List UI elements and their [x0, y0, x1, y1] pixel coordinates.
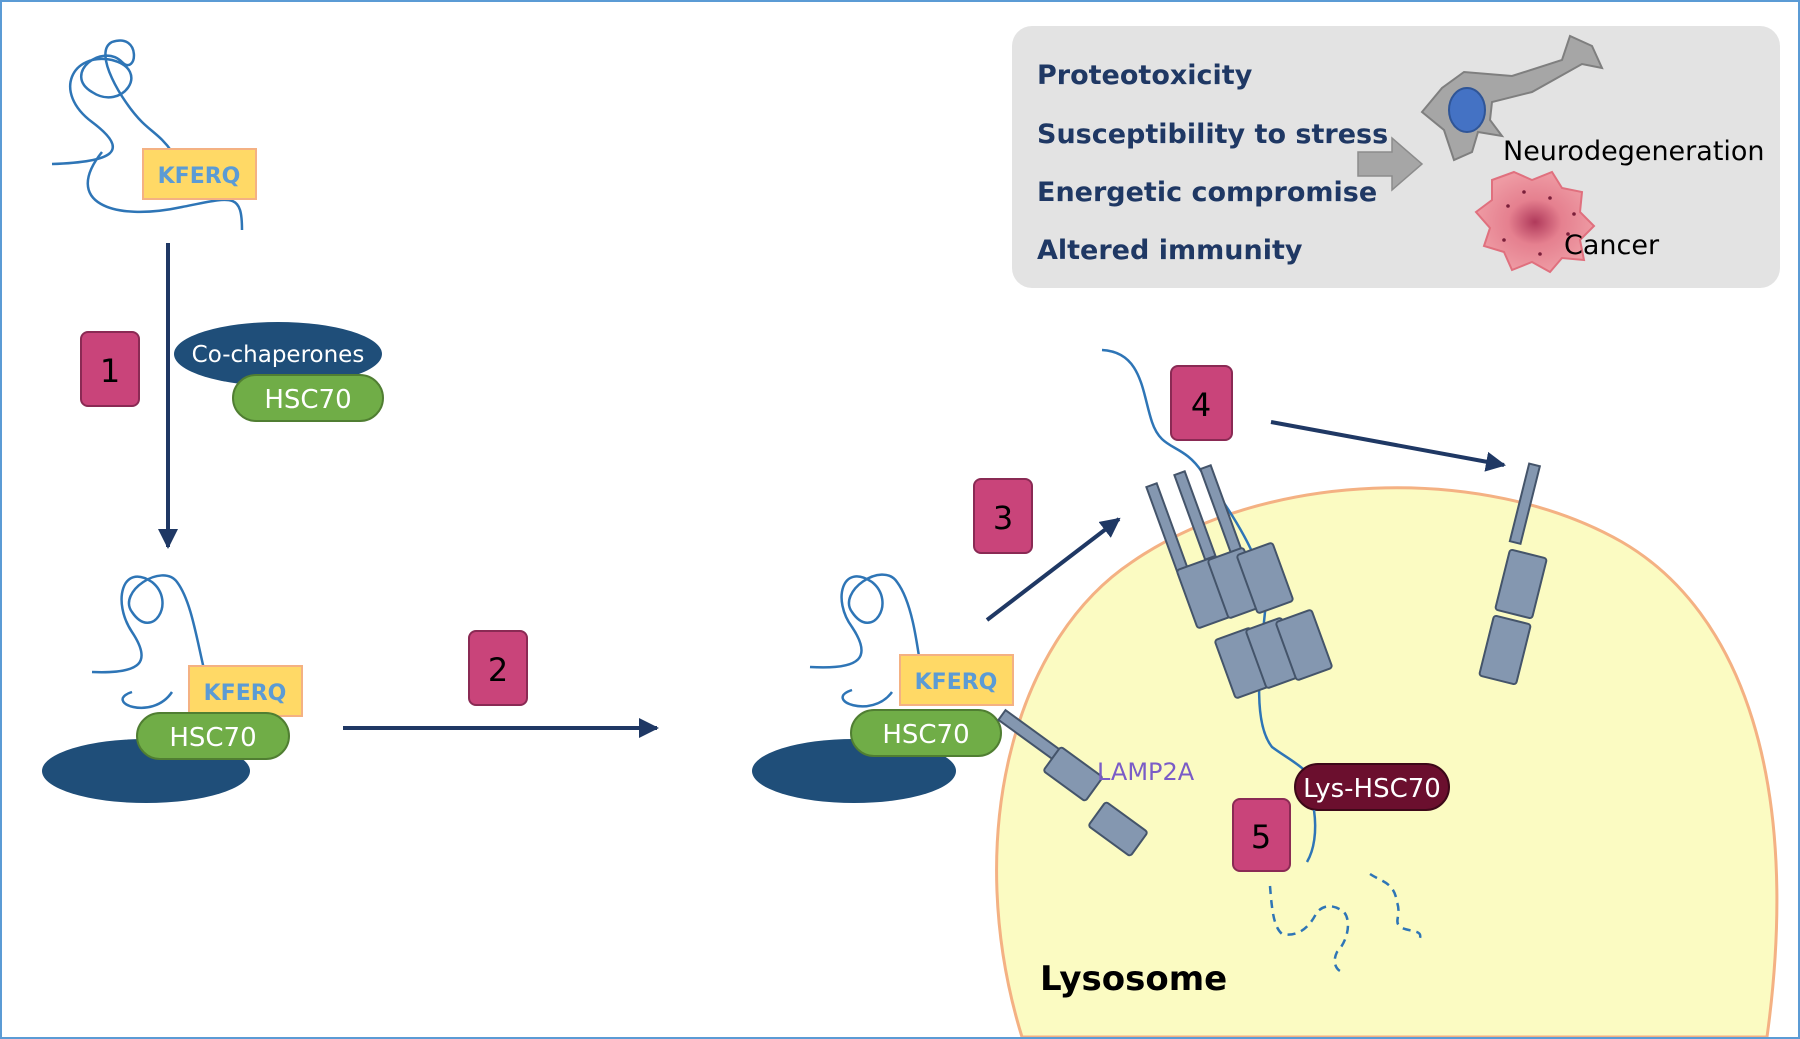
- co-chaperone-shape: [174, 322, 382, 386]
- step-1-badge: [80, 331, 140, 407]
- lamp2a-receptor: [997, 708, 1148, 857]
- translocating-substrate: [1101, 348, 1316, 793]
- consequence-item: Energetic compromise: [1037, 177, 1377, 208]
- kferq-label: KFERQ: [158, 164, 241, 189]
- hsc70-label: HSC70: [264, 385, 351, 415]
- protein-coil-icon: [51, 39, 244, 231]
- step-2-badge: [468, 630, 528, 706]
- step-5-badge: [1232, 798, 1291, 872]
- gray-arrow-icon: [1357, 136, 1424, 192]
- step-2-label: 2: [488, 651, 508, 689]
- hsc70-label: HSC70: [169, 723, 256, 753]
- outcome-cancer: Cancer: [1564, 230, 1660, 261]
- step-3-label: 3: [993, 499, 1013, 537]
- hsc70-shape: [232, 374, 384, 422]
- consequence-item: Susceptibility to stress: [1037, 119, 1388, 150]
- lamp2a-multimer: [1145, 464, 1333, 699]
- consequence-item: Altered immunity: [1037, 235, 1303, 266]
- lysosome-label: Lysosome: [1040, 959, 1227, 999]
- kferq-tag: [188, 665, 303, 717]
- released-substrate: [1305, 809, 1317, 863]
- step3-arrow: [985, 517, 1121, 622]
- lamp2a-monomer: [1478, 462, 1548, 686]
- kferq-tag: [899, 654, 1014, 706]
- hsc70-label: HSC70: [882, 720, 969, 750]
- degraded-fragments: [1268, 872, 1422, 974]
- outcome-neurodegeneration: Neurodegeneration: [1503, 136, 1765, 167]
- step-1-label: 1: [100, 352, 120, 390]
- hsc70-shape: [850, 709, 1002, 757]
- step-4-badge: [1170, 365, 1233, 441]
- kferq-label: KFERQ: [915, 670, 998, 695]
- lysosome-body: [995, 486, 1779, 1037]
- lys-hsc70-label: Lys-HSC70: [1303, 774, 1441, 804]
- step-4-label: 4: [1191, 386, 1211, 424]
- lamp2a-label: LAMP2A: [1097, 758, 1195, 786]
- step-5-label: 5: [1251, 818, 1271, 856]
- kferq-tag: [142, 148, 257, 200]
- neuron-icon: [1420, 34, 1604, 162]
- step4-arrow: [1270, 420, 1506, 472]
- lys-hsc70-shape: [1294, 763, 1450, 811]
- cancer-cell-icon: [1474, 170, 1596, 274]
- hsc70-shape: [136, 712, 290, 760]
- kferq-label: KFERQ: [204, 681, 287, 706]
- step-3-badge: [973, 478, 1033, 554]
- consequence-item: Proteotoxicity: [1037, 60, 1253, 91]
- co-chaperones-label: Co-chaperones: [192, 342, 365, 368]
